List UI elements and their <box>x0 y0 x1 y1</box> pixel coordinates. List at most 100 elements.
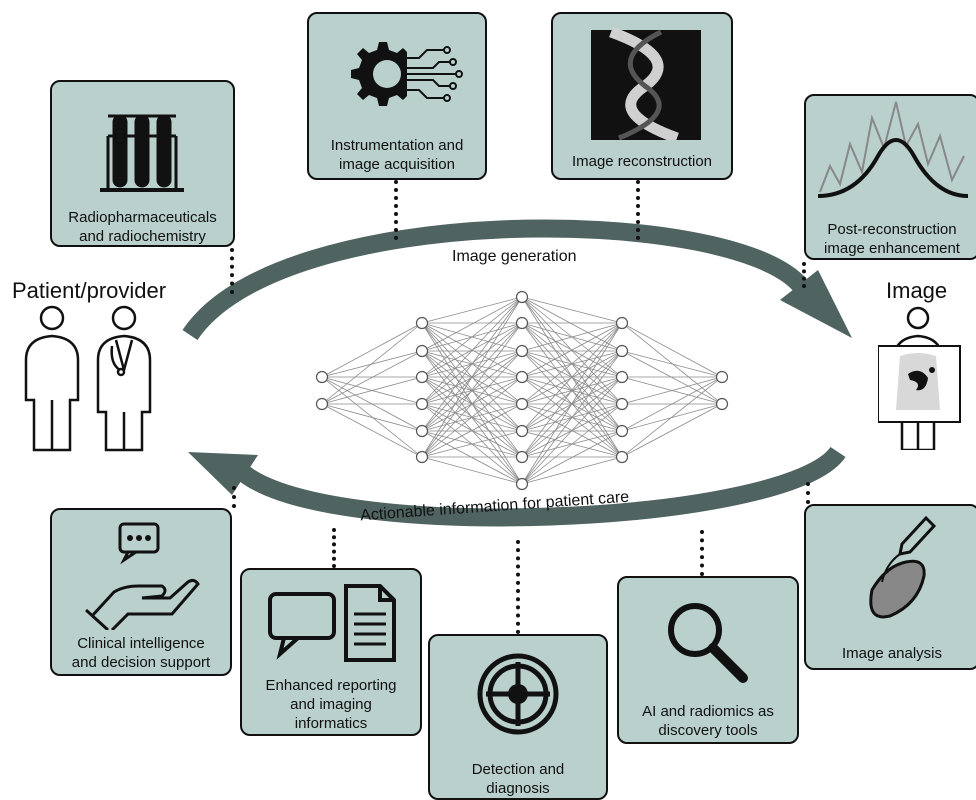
post-reconstruction-box: Post-reconstruction image enhancement <box>804 94 976 260</box>
network-node <box>715 397 729 411</box>
network-node <box>515 316 529 330</box>
network-edge <box>621 376 723 458</box>
network-edge <box>421 296 523 352</box>
network-edge <box>321 403 423 432</box>
image-figure <box>878 306 961 450</box>
box-label: Instrumentation and image acquisition <box>330 137 464 173</box>
network-node <box>515 370 529 384</box>
gear-circuit-icon <box>351 42 463 106</box>
network-edge <box>521 296 623 352</box>
ai-radiomics-box: AI and radiomics as discovery tools <box>617 576 799 744</box>
network-edge <box>521 296 623 405</box>
network-edge <box>421 296 523 458</box>
network-node <box>415 370 429 384</box>
network-edge <box>621 322 723 405</box>
network-edge <box>421 430 523 458</box>
network-node <box>615 397 629 411</box>
network-edge <box>521 296 623 324</box>
image-title: Image <box>886 278 948 303</box>
network-edge <box>421 322 523 458</box>
network-edge <box>521 322 623 432</box>
network-edge <box>321 322 423 405</box>
network-edge <box>521 350 623 485</box>
network-edge <box>621 322 723 378</box>
network-node <box>615 370 629 384</box>
box-label: Clinical intelligence and decision suppo… <box>71 635 211 671</box>
network-edge <box>521 322 623 458</box>
network-edge <box>621 376 723 405</box>
image-generation-arrowhead <box>780 270 852 338</box>
network-node <box>615 450 629 464</box>
image-analysis-box: Image analysis <box>804 504 976 670</box>
network-node <box>415 316 429 330</box>
patient-provider-title: Patient/provider <box>12 278 167 303</box>
network-edge <box>421 296 523 378</box>
network-edge <box>421 376 523 458</box>
network-node <box>515 344 529 358</box>
network-edge <box>621 376 723 432</box>
network-edge <box>421 296 523 405</box>
network-edge <box>521 322 623 378</box>
network-node <box>515 397 529 411</box>
network-edge <box>521 322 623 352</box>
pen-segmentation-icon <box>869 515 937 619</box>
patient-provider-figures <box>24 305 152 452</box>
network-edge <box>321 376 423 405</box>
smoothing-curve-icon <box>817 101 969 198</box>
crosshair-icon <box>477 653 559 735</box>
network-node <box>415 450 429 464</box>
box-label: Image reconstruction <box>571 153 713 170</box>
box-label: AI and radiomics as discovery tools <box>642 703 774 739</box>
network-edge <box>421 403 523 458</box>
image-generation-label: Image generation <box>452 248 577 265</box>
network-edge <box>421 350 523 432</box>
network-node <box>615 344 629 358</box>
network-node <box>315 397 329 411</box>
connector-ai <box>700 530 704 576</box>
network-edge <box>321 350 423 405</box>
enhanced-reporting-box: Enhanced reporting and imaging informati… <box>240 568 422 736</box>
network-node <box>615 424 629 438</box>
box-label: Detection and diagnosis <box>471 761 565 797</box>
connector-reconstruction <box>636 180 640 240</box>
connector-detection <box>516 540 520 634</box>
network-node <box>515 424 529 438</box>
network-edge <box>621 350 723 405</box>
network-node <box>315 370 329 384</box>
chat-document-icon <box>268 584 396 662</box>
network-edge <box>521 376 623 485</box>
network-edge <box>521 456 623 485</box>
network-edge <box>321 376 423 458</box>
network-edge <box>321 322 423 378</box>
hand-chat-icon <box>84 522 200 630</box>
network-edge <box>421 430 523 485</box>
connector-post-reconstruction <box>802 262 806 288</box>
network-edge <box>521 322 623 485</box>
radiopharmaceuticals-box: Radiopharmaceuticals and radiochemistry <box>50 80 235 247</box>
network-edge <box>521 430 623 485</box>
network-node <box>415 424 429 438</box>
network-node <box>715 370 729 384</box>
network-node <box>515 450 529 464</box>
clinical-intelligence-box: Clinical intelligence and decision suppo… <box>50 508 232 676</box>
box-label: Enhanced reporting and imaging informati… <box>265 677 397 732</box>
sinogram-icon <box>591 28 701 140</box>
detection-diagnosis-box: Detection and diagnosis <box>428 634 608 800</box>
actionable-info-arrow <box>233 446 846 527</box>
connector-radiopharmaceuticals <box>230 248 234 294</box>
box-label: Post-reconstruction image enhancement <box>824 221 960 257</box>
network-edge <box>321 403 423 458</box>
connector-analysis <box>806 482 810 504</box>
box-label: Image analysis <box>841 645 943 662</box>
image-reconstruction-box: Image reconstruction <box>551 12 733 180</box>
network-node <box>515 477 529 491</box>
connector-reporting <box>332 528 336 568</box>
instrumentation-box: Instrumentation and image acquisition <box>307 12 487 180</box>
network-edge <box>521 403 623 485</box>
connector-instrumentation <box>394 180 398 240</box>
magnifier-icon <box>668 603 748 683</box>
network-edge <box>421 350 523 458</box>
network-node <box>415 344 429 358</box>
